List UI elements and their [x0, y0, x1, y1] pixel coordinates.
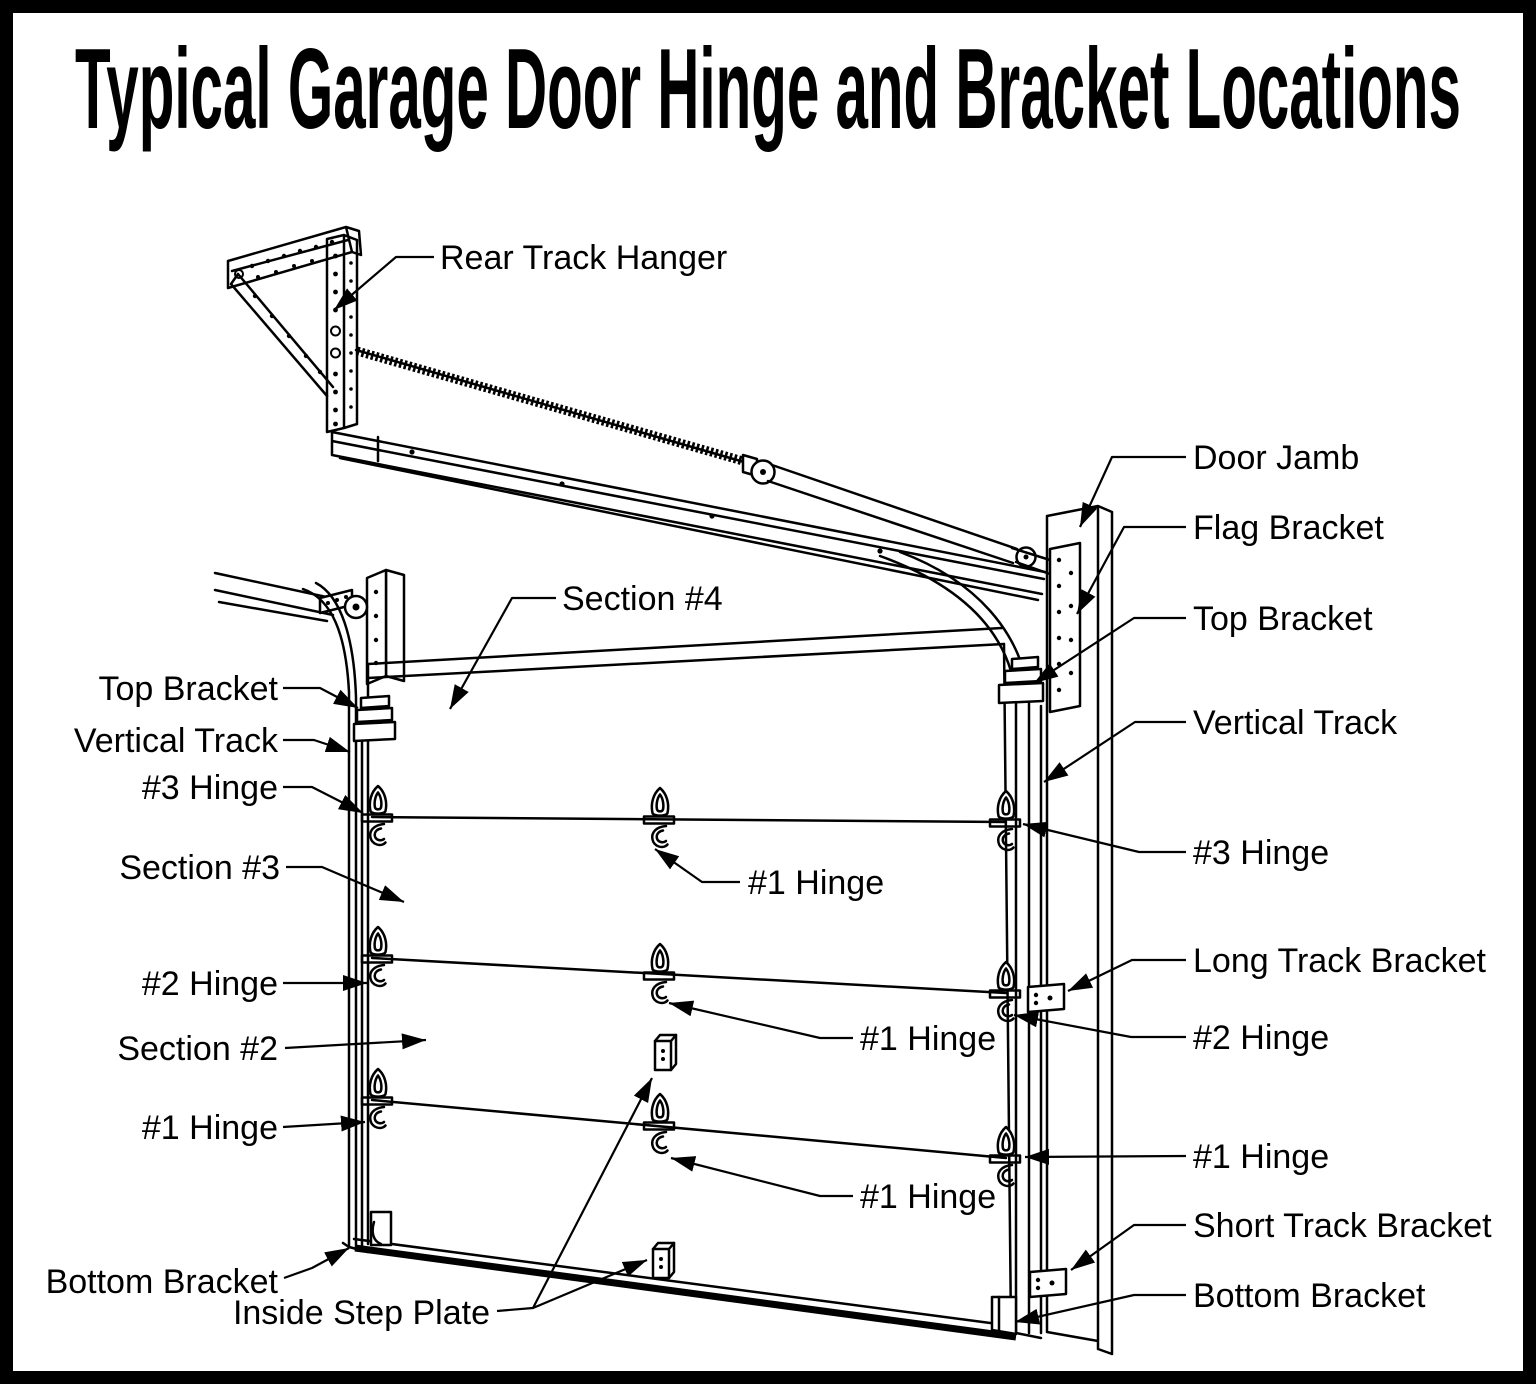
label-hinge-1-center-mid: #1 Hinge: [860, 1020, 996, 1058]
leader-lines: [282, 255, 1187, 1325]
leader-bottom-bracket-right: [1014, 1293, 1186, 1325]
leader-section-2: [284, 1033, 427, 1050]
drawing: [213, 225, 1114, 1356]
leader-hinge-3-right: [1022, 821, 1186, 854]
label-long-track-bracket: Long Track Bracket: [1193, 942, 1486, 980]
leader-top-bracket-right: [1033, 616, 1186, 684]
extension-spring: [355, 346, 745, 466]
leader-hinge-3-left: [283, 785, 364, 814]
label-hinge-1-left: #1 Hinge: [142, 1109, 278, 1147]
page-title: Typical Garage Door Hinge and Bracket Lo…: [75, 26, 1461, 153]
leader-rear-track-hanger: [333, 255, 434, 311]
leader-section-4: [449, 596, 556, 710]
label-top-bracket-left: Top Bracket: [98, 670, 278, 708]
leader-hinge-1-right: [1024, 1148, 1187, 1165]
door-jamb-art: [1045, 504, 1114, 1356]
label-top-bracket-right: Top Bracket: [1193, 600, 1373, 638]
leader-hinge-1-center-top: [654, 848, 740, 884]
leader-door-jamb: [1078, 455, 1186, 528]
label-flag-bracket: Flag Bracket: [1193, 509, 1384, 547]
label-short-track-bracket: Short Track Bracket: [1193, 1207, 1492, 1245]
label-section-3: Section #3: [119, 849, 280, 887]
label-section-2: Section #2: [117, 1030, 278, 1068]
top-bracket-left-art: [352, 694, 397, 743]
leader-vertical-track-left: [283, 736, 351, 754]
leader-hinge-1-left: [282, 1115, 366, 1132]
left-flag-assembly-art: [318, 568, 406, 686]
leader-long-track-bracket: [1067, 958, 1186, 992]
label-hinge-1-center-bottom: #1 Hinge: [860, 1178, 996, 1216]
spring-assembly-art: [354, 346, 1052, 576]
leader-hinge-1-center-bottom: [670, 1156, 853, 1198]
leader-short-track-bracket: [1070, 1223, 1186, 1271]
horizontal-track-art: [330, 430, 1047, 602]
labels: Rear Track Hanger Section #4 Door Jamb F…: [46, 239, 1493, 1332]
bottom-bracket-right-art: [990, 1295, 1018, 1336]
door-bottom-edge: [354, 1244, 1017, 1341]
label-vertical-track-right: Vertical Track: [1193, 704, 1398, 742]
label-hinge-3-left: #3 Hinge: [142, 769, 278, 807]
leader-top-bracket-left: [283, 686, 359, 709]
leader-section-3: [286, 865, 405, 904]
leader-flag-bracket: [1076, 525, 1186, 615]
label-section-4: Section #4: [562, 580, 723, 618]
label-hinge-3-right: #3 Hinge: [1193, 834, 1329, 872]
leader-bottom-bracket-left: [283, 1247, 350, 1280]
section-seam-3-4: [370, 815, 1008, 824]
label-door-jamb: Door Jamb: [1193, 439, 1359, 477]
inside-step-plate-lower-glyph: [651, 1241, 676, 1280]
section-seam-1-2: [370, 1098, 1008, 1160]
leader-inside-step-plate-lower: [532, 1258, 648, 1310]
label-vertical-track-left: Vertical Track: [74, 722, 279, 760]
leader-vertical-track-right: [1043, 720, 1186, 783]
label-hinge-2-left: #2 Hinge: [142, 965, 278, 1003]
short-track-bracket-glyph: [1028, 1267, 1068, 1299]
label-rear-track-hanger: Rear Track Hanger: [440, 239, 727, 277]
section-seam-2-3: [370, 956, 1008, 995]
label-hinge-2-right: #2 Hinge: [1193, 1019, 1329, 1057]
label-bottom-bracket-left: Bottom Bracket: [46, 1263, 279, 1301]
label-bottom-bracket-right: Bottom Bracket: [1193, 1277, 1426, 1315]
leader-hinge-1-center-mid: [668, 1000, 853, 1040]
label-hinge-1-center-top: #1 Hinge: [748, 864, 884, 902]
inside-step-plate-upper-glyph: [653, 1033, 678, 1072]
bottom-bracket-left-art: [369, 1210, 393, 1247]
flag-bracket-art: [1048, 541, 1082, 714]
label-hinge-1-right: #1 Hinge: [1193, 1138, 1329, 1176]
long-track-bracket-glyph: [1026, 982, 1066, 1014]
rear-track-hanger-art: [226, 225, 363, 434]
leader-hinge-2-right: [1013, 1011, 1186, 1039]
label-inside-step-plate: Inside Step Plate: [233, 1294, 490, 1332]
